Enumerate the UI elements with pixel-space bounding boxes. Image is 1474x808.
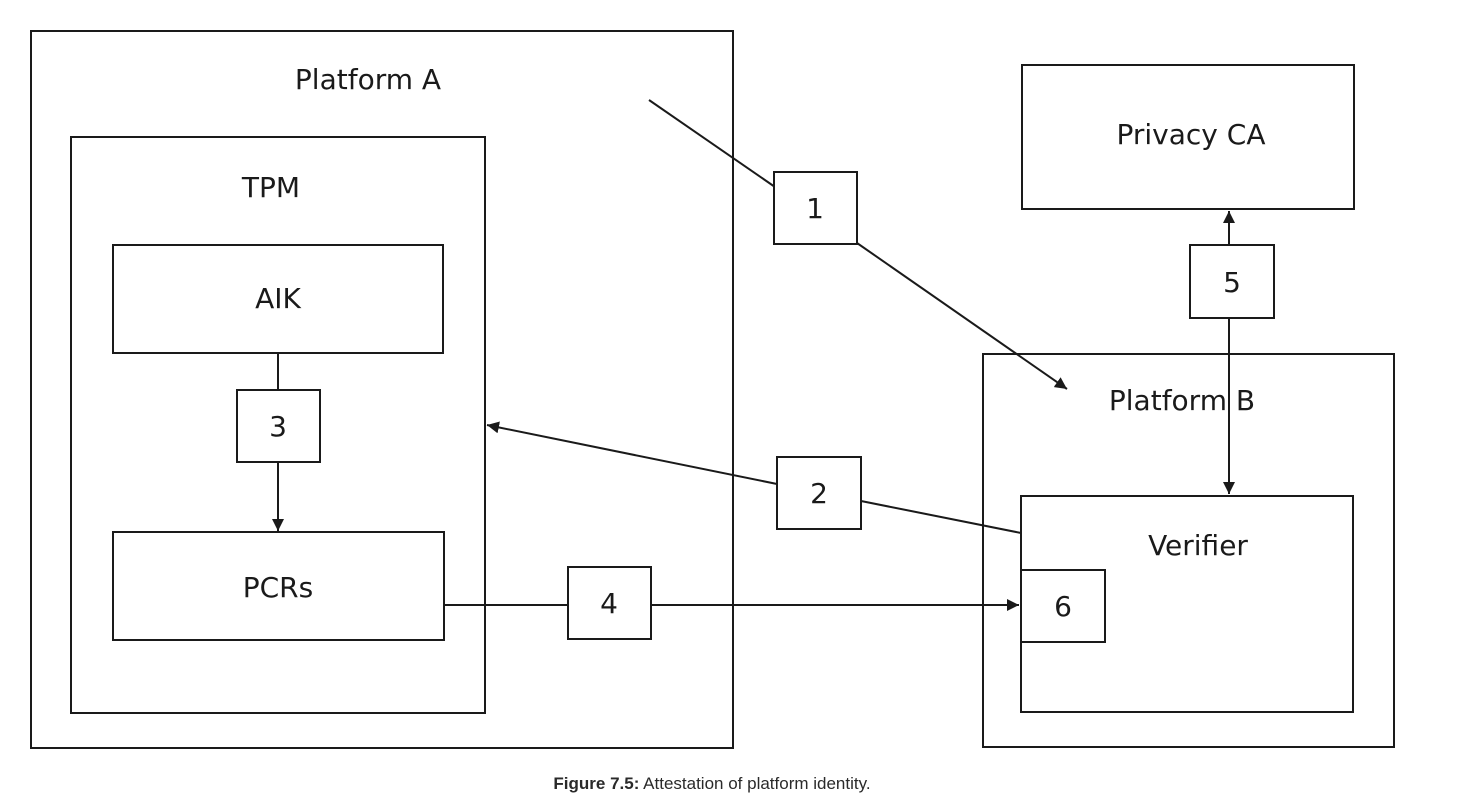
- platform-a-to-step-1-line: [648, 99, 776, 188]
- platform-a-box: [30, 30, 734, 749]
- step-6-label: 6: [1054, 590, 1072, 623]
- verifier-label: Verifier: [1148, 529, 1248, 562]
- figure-caption-text: Attestation of platform identity.: [639, 774, 871, 793]
- privacy-ca-box: [1021, 64, 1355, 210]
- verifier-to-step-2-line: [860, 500, 1022, 534]
- platform-b-box: [982, 353, 1395, 748]
- step-5-box: [1189, 244, 1275, 319]
- step-2-to-tpm-arrow: [486, 421, 778, 485]
- step-6-box: [1020, 569, 1106, 643]
- tpm-box: [70, 136, 486, 714]
- step-1-box: [773, 171, 858, 245]
- platform-a-label: Platform A: [295, 63, 441, 96]
- step-4-label: 4: [600, 587, 618, 620]
- step-4-box: [567, 566, 652, 640]
- step-3-label: 3: [269, 410, 287, 443]
- privacy-ca-label: Privacy CA: [1117, 118, 1266, 151]
- platform-b-label: Platform B: [1109, 384, 1255, 417]
- tpm-label: TPM: [241, 171, 300, 204]
- step-2-label: 2: [810, 477, 828, 510]
- pcrs-label: PCRs: [243, 571, 313, 604]
- figure-caption: Figure 7.5: Attestation of platform iden…: [0, 774, 1424, 794]
- step-3-box: [236, 389, 321, 463]
- step-5-label: 5: [1223, 266, 1241, 299]
- step-1-to-platform-b-arrow: [856, 242, 1068, 390]
- step-2-box: [776, 456, 862, 530]
- pcrs-box: [112, 531, 445, 641]
- step-1-label: 1: [806, 192, 824, 225]
- figure-caption-label: Figure 7.5:: [553, 774, 640, 793]
- aik-label: AIK: [255, 282, 301, 315]
- aik-box: [112, 244, 444, 354]
